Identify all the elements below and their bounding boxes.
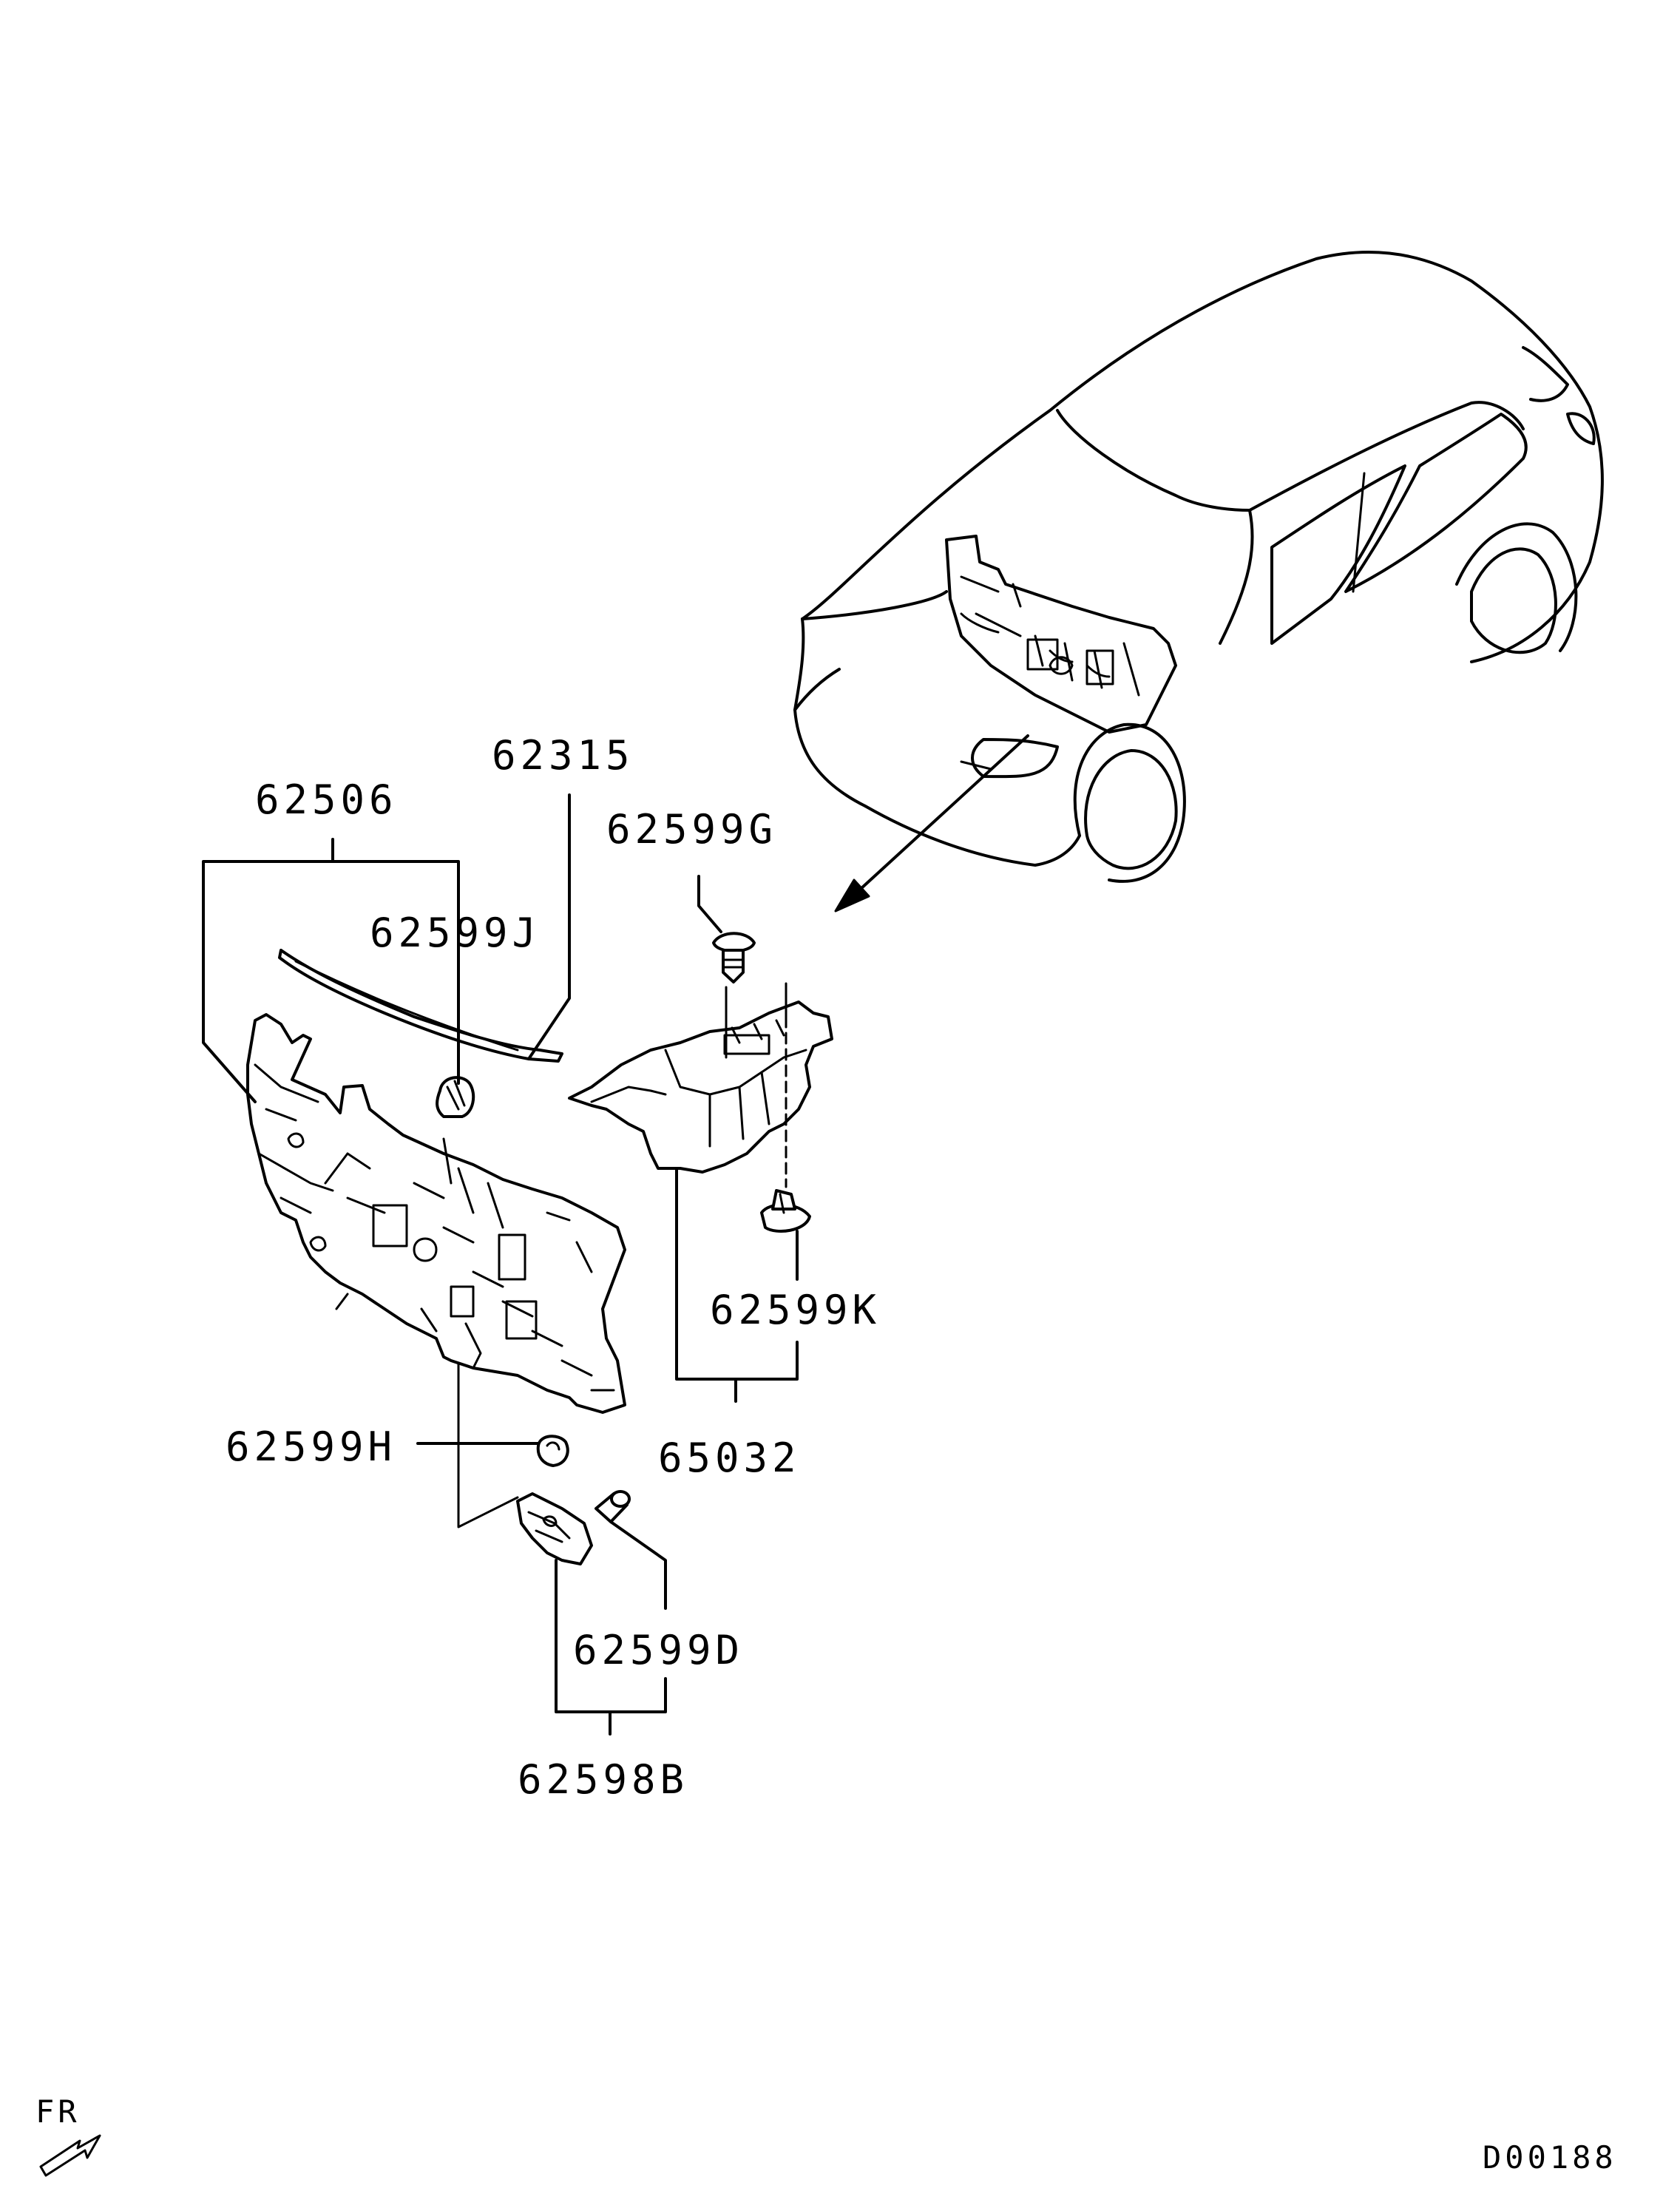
leader-lines — [202, 793, 799, 1736]
label-62315: 62315 — [492, 732, 634, 779]
front-arrow-icon — [39, 2134, 101, 2177]
part-62599G-rivet — [712, 932, 756, 983]
label-62599G: 62599G — [606, 806, 777, 853]
label-62599J: 62599J — [370, 910, 541, 956]
part-62506-dash-silencer — [246, 1013, 626, 1414]
part-62315-strip — [278, 949, 563, 1063]
part-62599J-clip — [436, 1076, 475, 1118]
part-62599H-clip — [536, 1435, 569, 1467]
label-62599K: 62599K — [710, 1287, 881, 1333]
part-62599K-clip — [760, 1189, 811, 1233]
part-62598B-bracket — [516, 1492, 593, 1565]
part-62599D-bushing — [595, 1490, 631, 1523]
diagram-code: D00188 — [1483, 2139, 1617, 2176]
label-62599D: 62599D — [573, 1627, 744, 1673]
vehicle-illustration — [793, 251, 1604, 913]
front-direction-label: FR — [35, 2093, 81, 2130]
label-62599H: 62599H — [226, 1423, 396, 1470]
part-65032-insulator — [568, 1000, 833, 1174]
label-62598B: 62598B — [518, 1756, 688, 1803]
label-65032: 65032 — [658, 1435, 801, 1481]
label-62506: 62506 — [255, 776, 398, 823]
